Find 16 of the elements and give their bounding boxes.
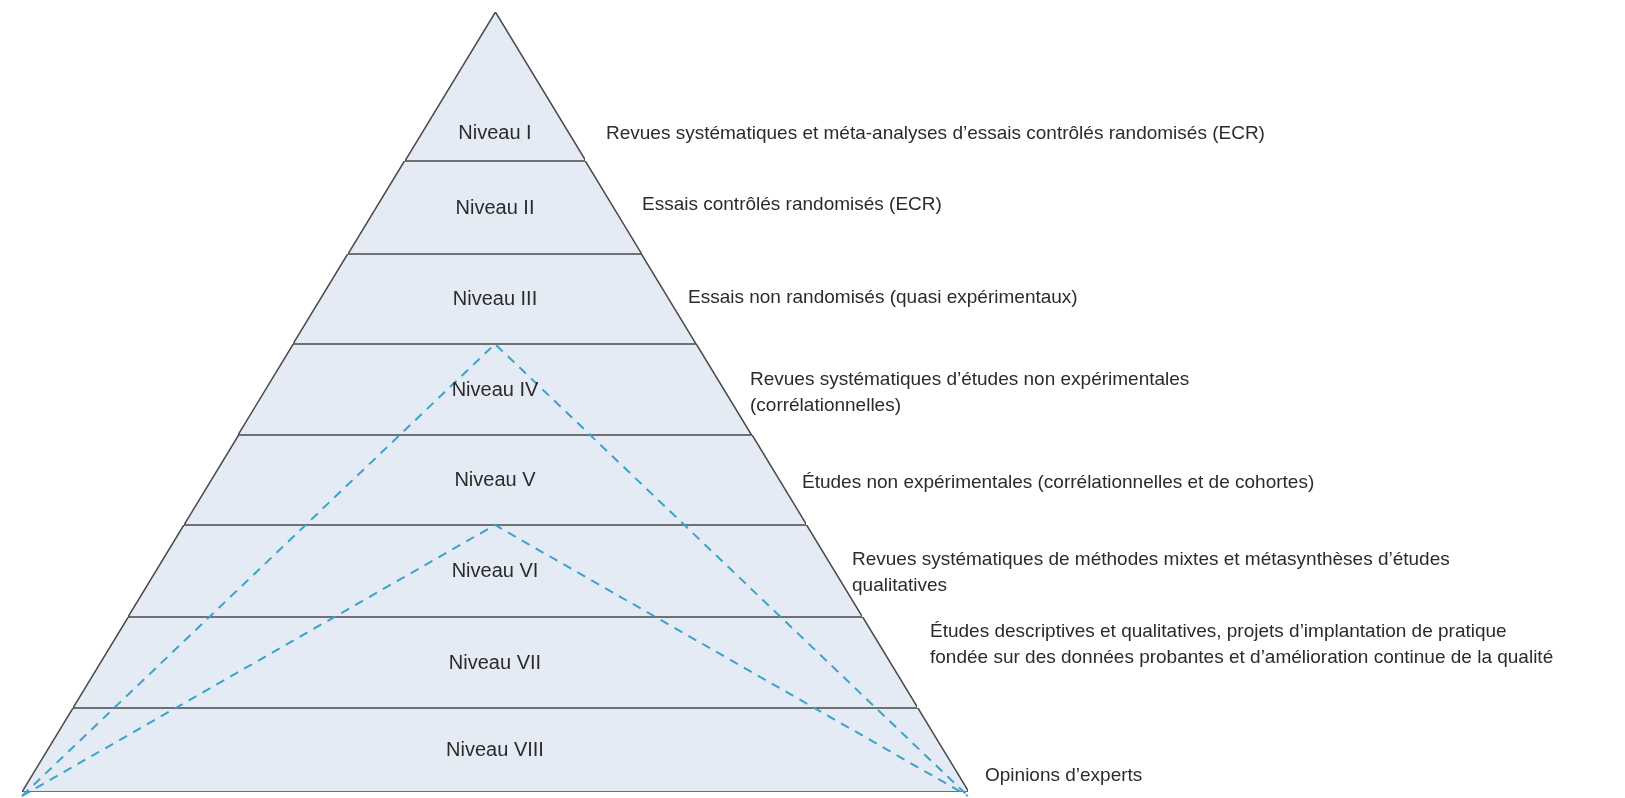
level-description: Revues systématiques d’études non expérimentales (corrélationnelles) bbox=[750, 367, 1191, 417]
level-label: Niveau IV bbox=[451, 377, 539, 400]
level-label: Niveau VIII bbox=[446, 738, 544, 760]
level-description: Opinions d’experts bbox=[985, 763, 1144, 787]
level-label: Niveau VII bbox=[448, 650, 542, 673]
level-description: Essais non randomisés (quasi expérimentaux) bbox=[688, 285, 1079, 309]
level-label: Niveau II bbox=[455, 195, 535, 218]
level-description: Essais contrôlés randomisés (ECR) bbox=[642, 192, 943, 216]
level-description: Études non expérimentales (corrélationnelles et de cohortes) bbox=[802, 470, 1316, 494]
level-label: Niveau I bbox=[458, 121, 532, 143]
level-description: Revues systématiques et méta-analyses d’essais contrôlés randomisés (ECR) bbox=[606, 121, 1266, 145]
level-description: Études descriptives et qualitatives, projets d’implantation de pratique fondée sur des données probantes et d’amélioration continue de la qualité bbox=[930, 619, 1555, 669]
level-label: Niveau VI bbox=[451, 559, 539, 581]
level-label: Niveau III bbox=[452, 287, 538, 309]
level-description: Revues systématiques de méthodes mixtes et métasynthèses d’études qualitatives bbox=[852, 547, 1451, 597]
level-label: Niveau V bbox=[454, 468, 536, 490]
